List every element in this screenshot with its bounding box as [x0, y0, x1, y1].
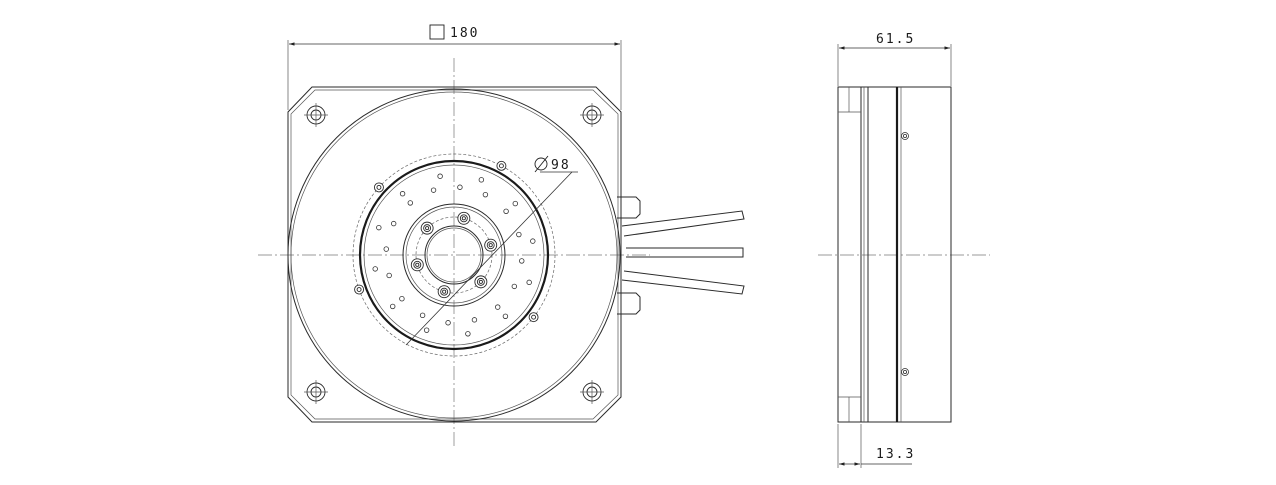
rotary-table-inner [363, 164, 545, 346]
tapped-hole [495, 304, 501, 310]
tapped-hole [478, 177, 485, 183]
front-view: 180 98 [258, 24, 745, 448]
side-view: 61.5 13.3 [818, 32, 990, 468]
tapped-hole [511, 283, 518, 290]
tapped-hole [383, 246, 389, 252]
cable-gland-bottom [617, 292, 641, 315]
table-fixing-screw-inner [376, 184, 382, 190]
cable-gland-top [617, 196, 641, 219]
flange-dimension-label: 13.3 [876, 447, 915, 462]
tapped-hole [503, 208, 509, 214]
tapped-hole [407, 200, 413, 206]
table-fixing-screw-inner [531, 314, 537, 320]
square-symbol-icon [429, 24, 445, 40]
tapped-hole [482, 191, 489, 198]
hub-screw-center [461, 216, 466, 221]
tapped-hole [399, 191, 406, 197]
tapped-hole [471, 317, 478, 323]
tapped-hole [526, 279, 532, 286]
tapped-hole [502, 313, 509, 319]
side-body-outline [837, 86, 952, 423]
tapped-hole [437, 173, 443, 179]
center-bore-chamfer [426, 227, 482, 283]
square-housing [287, 86, 622, 423]
rotary-table-outer [358, 159, 550, 351]
housing-inner-edge [290, 89, 619, 420]
width-dimension-label: 180 [450, 26, 479, 41]
tapped-hole [419, 312, 426, 319]
cable-upper [621, 210, 745, 237]
tapped-hole [372, 266, 378, 272]
table-fixing-screw-inner [356, 287, 362, 292]
center-bore [424, 225, 484, 285]
tapped-hole [519, 258, 525, 264]
bolt-circle-dimension-label: 98 [551, 158, 571, 173]
tapped-hole [512, 200, 518, 207]
tapped-hole [445, 320, 451, 326]
hub-screw-center [442, 289, 447, 294]
tapped-hole [457, 184, 463, 190]
outer-disc-edge [290, 91, 618, 419]
thickness-dimension-label: 61.5 [876, 32, 915, 47]
hub-screw-center [425, 226, 430, 231]
bolt-circle-reference [352, 153, 556, 357]
cable-lower [621, 270, 745, 295]
hub-screw-center [415, 262, 420, 267]
diameter-leader-line [405, 171, 573, 346]
tapped-hole [465, 331, 471, 337]
tapped-hole [530, 238, 536, 244]
tapped-hole [423, 327, 430, 333]
table-fixing-screw-inner [498, 163, 504, 169]
tapped-hole [390, 303, 396, 310]
hub-outer [402, 203, 506, 307]
tapped-hole [516, 231, 522, 238]
diameter-symbol-icon [534, 157, 548, 171]
tapped-hole [390, 220, 397, 227]
tapped-hole [399, 296, 405, 302]
front-holes-group [304, 103, 604, 404]
hub-screw-center [478, 279, 483, 284]
tapped-hole [430, 187, 437, 193]
hub-step [405, 206, 503, 304]
outer-disc [287, 88, 621, 422]
hub-screw-center [488, 243, 493, 248]
tapped-hole [376, 224, 382, 231]
cable-middle [626, 247, 744, 258]
tapped-hole [386, 272, 392, 279]
cable-bundle [617, 196, 745, 315]
